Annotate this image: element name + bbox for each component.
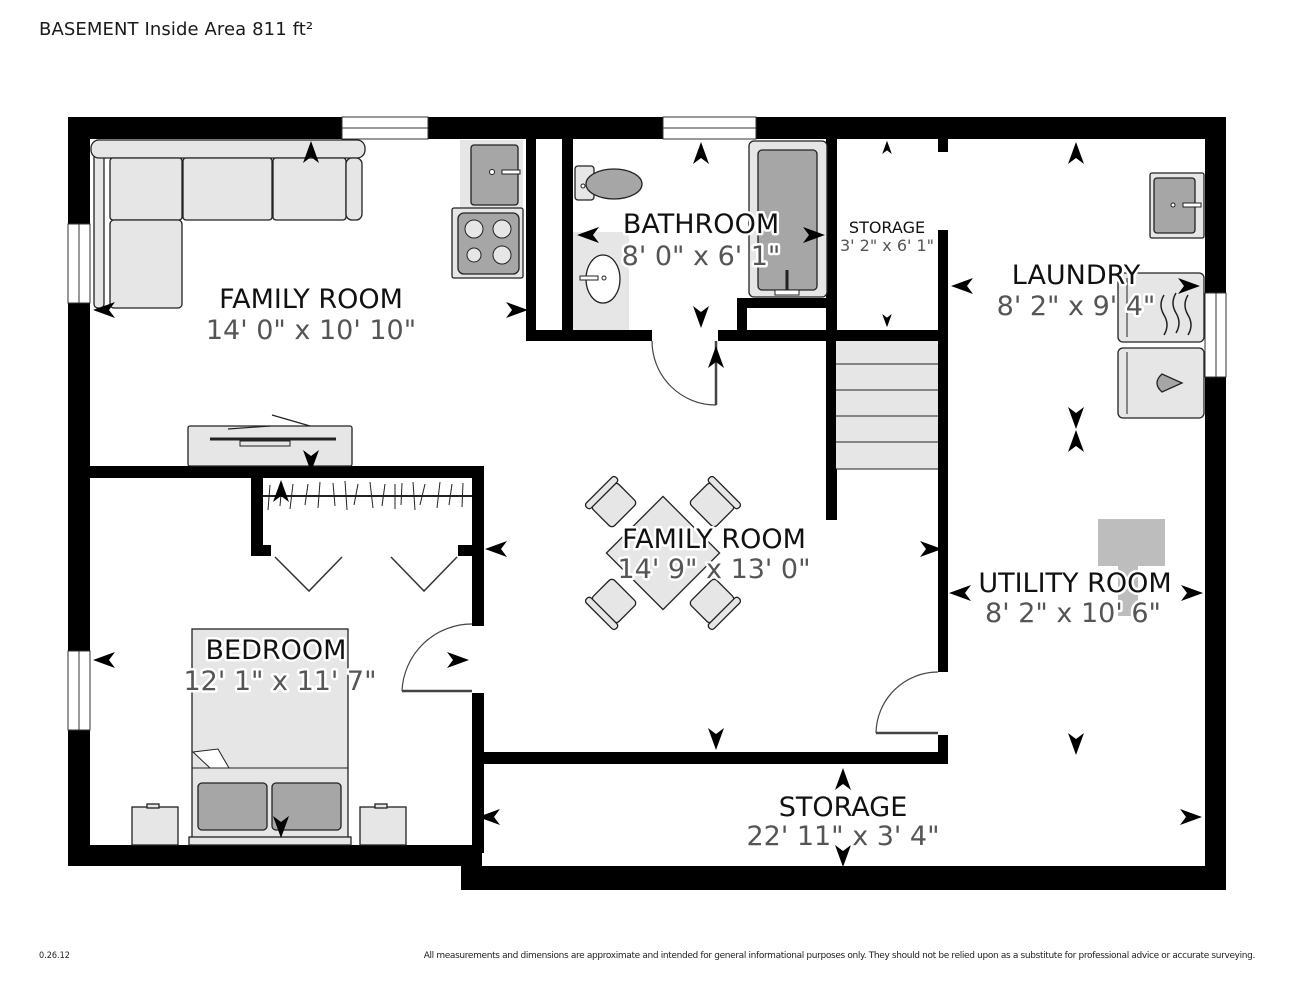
room-dimensions: 8' 0" x 6' 1" (622, 241, 781, 272)
toilet-icon (574, 165, 643, 201)
water-heater-icon (1098, 519, 1165, 616)
room-dimensions: 14' 9" x 13' 0" (617, 554, 810, 585)
door-bathroom (651, 340, 718, 406)
room-name: FAMILY ROOM (219, 284, 403, 315)
window-bedroom (67, 650, 91, 731)
room-dimensions: 8' 2" x 9' 4" (997, 291, 1156, 322)
sink-icon (460, 140, 523, 208)
sectional-sofa-icon (90, 139, 366, 309)
nightstand-icon (131, 803, 407, 846)
room-bedroom: BEDROOM 12' 1" x 11' 7" (181, 633, 379, 700)
room-dimensions: 12' 1" x 11' 7" (183, 666, 376, 697)
laundry-sink-icon (1149, 172, 1205, 239)
door-utility (875, 671, 939, 735)
stairs-icon (836, 341, 938, 470)
room-name: BATHROOM (623, 209, 779, 240)
closet-bifold-doors (274, 556, 458, 593)
dining-table-icon (584, 475, 742, 631)
bed-icon (188, 628, 352, 846)
room-name: FAMILY ROOM (622, 524, 806, 555)
version-label: 0.26.12 (39, 951, 70, 961)
room-laundry: LAUNDRY 8' 2" x 9' 4" (994, 258, 1158, 325)
room-bathroom: BATHROOM 8' 0" x 6' 1" (619, 207, 783, 275)
closet-icon (263, 480, 472, 511)
window-family-west (67, 223, 91, 304)
tv-stand-icon (187, 414, 353, 467)
room-name: LAUNDRY (1012, 260, 1141, 291)
room-name: UTILITY ROOM (978, 568, 1171, 599)
room-dimensions: 8' 2" x 10' 6" (985, 598, 1161, 629)
interior-walls (90, 130, 948, 853)
bathroom-sink-icon (573, 232, 629, 330)
room-storage-long: STORAGE 22' 11" x 3' 4" (744, 790, 942, 855)
room-dimensions: 22' 11" x 3' 4" (746, 821, 939, 852)
room-family-north: FAMILY ROOM 14' 0" x 10' 10" (203, 282, 418, 349)
room-storage-small: STORAGE 3' 2" x 6' 1" (837, 216, 936, 258)
window-laundry (1204, 292, 1227, 378)
windows (67, 116, 1227, 731)
room-name: BEDROOM (206, 635, 347, 666)
room-name: STORAGE (849, 218, 925, 237)
room-dimensions: 3' 2" x 6' 1" (840, 236, 934, 255)
floor-title: BASEMENT Inside Area 811 ft² (39, 19, 314, 40)
room-dimensions: 14' 0" x 10' 10" (206, 315, 416, 346)
window-family-north (341, 116, 429, 140)
bathtub-icon (748, 140, 828, 298)
disclaimer-text: All measurements and dimensions are appr… (423, 951, 1256, 961)
window-bathroom (662, 116, 757, 140)
room-name: STORAGE (779, 792, 908, 823)
door-bedroom (401, 623, 473, 693)
room-utility: UTILITY ROOM 8' 2" x 10' 6" (976, 566, 1174, 632)
washer-icon (1117, 347, 1205, 419)
room-family-center: FAMILY ROOM 14' 9" x 13' 0" (615, 522, 813, 588)
cooktop-icon (451, 207, 524, 279)
